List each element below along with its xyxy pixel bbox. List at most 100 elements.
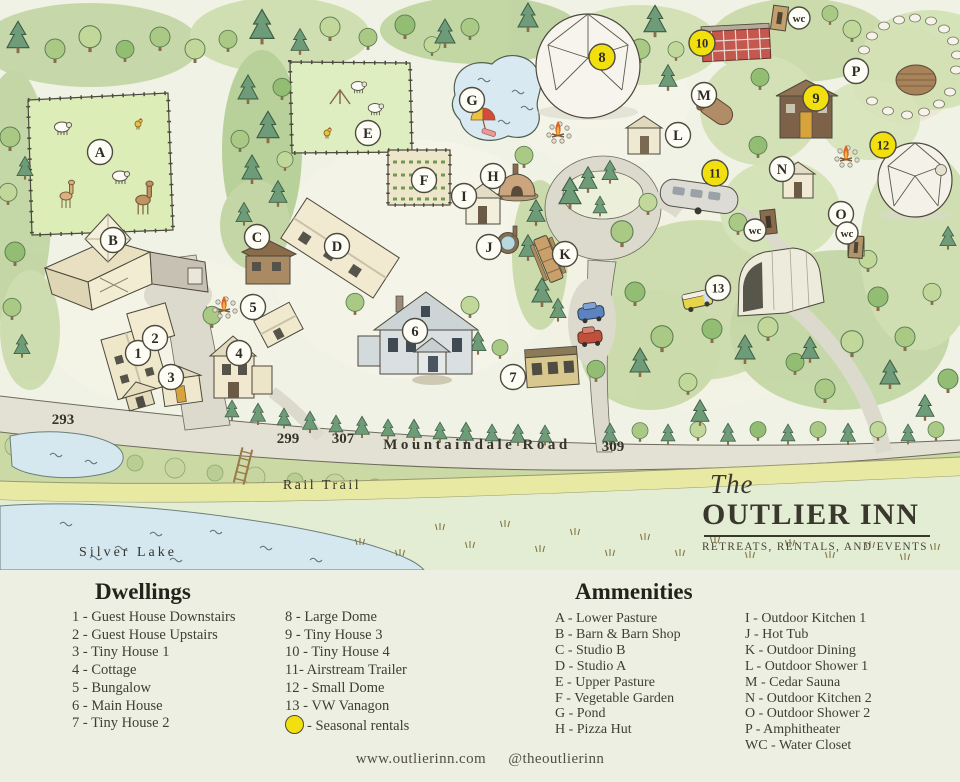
map-marker-5: 5 [239, 293, 267, 321]
svg-text:5: 5 [249, 300, 256, 316]
pond [451, 55, 542, 141]
legend-item: C - Studio B [555, 642, 626, 658]
map-marker-B: B [99, 226, 127, 254]
map-marker-wc-16: wc [787, 6, 811, 30]
map-marker-2: 2 [141, 324, 169, 352]
car-red [577, 326, 603, 347]
map-marker-L: L [664, 121, 692, 149]
svg-text:6: 6 [411, 324, 418, 340]
upper-pasture [287, 59, 415, 156]
svg-text:10: 10 [696, 37, 709, 51]
footer: www.outlierinn.com @theoutlierinn [0, 751, 960, 768]
map-label: Silver Lake [79, 545, 177, 560]
svg-text:2: 2 [151, 331, 158, 347]
legend-item: N - Outdoor Kitchen 2 [745, 690, 872, 706]
legend-item: 12 - Small Dome [285, 679, 385, 696]
silver-lake [0, 503, 425, 570]
svg-text:8: 8 [598, 50, 605, 66]
legend-item: 8 - Large Dome [285, 609, 377, 625]
legend-item: 11- Airstream Trailer [285, 662, 407, 679]
website-text: www.outlierinn.com [355, 751, 487, 767]
svg-text:11: 11 [709, 167, 721, 181]
logo-name: OUTLIER INN [702, 498, 920, 531]
logo-rule [704, 535, 930, 537]
beach-umbrella [470, 107, 497, 137]
svg-text:C: C [252, 230, 262, 246]
legend-item: 9 - Tiny House 3 [285, 626, 383, 643]
svg-text:K: K [559, 247, 571, 263]
map-marker-11: 11 [701, 159, 729, 187]
main-house [357, 291, 480, 385]
map-label: 299 [277, 431, 300, 447]
map-marker-12: 12 [869, 131, 897, 159]
legend-item: WC - Water Closet [745, 738, 852, 754]
svg-text:A: A [95, 145, 106, 161]
svg-text:P: P [852, 64, 861, 80]
outhouse-wc-north [769, 4, 790, 32]
map-marker-I: I [450, 182, 478, 210]
social-handle: @theoutlierinn [508, 751, 605, 767]
svg-text:9: 9 [812, 91, 819, 107]
map-marker-E: E [354, 119, 382, 147]
legend-item: H - Pizza Hut [555, 722, 632, 738]
map-marker-8: 8 [588, 43, 616, 71]
svg-text:L: L [673, 128, 683, 144]
legend-item: G - Pond [555, 706, 606, 722]
quonset-hut [737, 247, 825, 317]
legend-item: 4 - Cottage [72, 662, 137, 679]
legend-item: 3 - Tiny House 1 [72, 644, 170, 661]
vegetable-garden [386, 148, 452, 207]
svg-text:H: H [487, 169, 499, 185]
mountaindale-road [0, 395, 960, 471]
map-label: Rail Trail [283, 478, 361, 493]
svg-text:G: G [466, 93, 477, 109]
svg-text:E: E [363, 126, 373, 142]
map-marker-K: K [551, 240, 579, 268]
svg-text:J: J [485, 240, 492, 256]
map-marker-13: 13 [704, 274, 732, 302]
logo: The OUTLIER INN RETREATS, RENTALS, AND E… [702, 471, 942, 553]
rail-crossing [232, 447, 254, 485]
legend-item: M - Cedar Sauna [745, 674, 841, 690]
bungalow [253, 301, 304, 349]
legend-item: O - Outdoor Shower 2 [745, 706, 871, 722]
map-marker-J: J [475, 233, 503, 261]
outdoor-kitchen-1 [462, 183, 504, 225]
legend-item: I - Outdoor Kitchen 1 [745, 611, 867, 626]
hot-tub [497, 225, 519, 254]
legend-item: 2 - Guest House Upstairs [72, 626, 218, 643]
map-marker-wc-17: wc [743, 218, 767, 242]
map-label: 307 [332, 431, 355, 447]
map-marker-G: G [458, 86, 486, 114]
map-marker-1: 1 [124, 339, 152, 367]
svg-text:wc: wc [841, 228, 854, 240]
pizza-hut-oven [495, 163, 539, 202]
svg-text:4: 4 [235, 346, 242, 362]
map-marker-3: 3 [157, 363, 185, 391]
svg-text:N: N [777, 162, 788, 178]
lake-inlet [9, 431, 124, 479]
svg-text:O: O [835, 207, 846, 223]
svg-text:12: 12 [877, 139, 890, 153]
legend-item: K - Outdoor Dining [745, 642, 856, 658]
svg-text:I: I [461, 189, 467, 205]
svg-text:D: D [332, 239, 342, 255]
amphitheater [856, 13, 960, 120]
map-illustration: ABCDEFGHIJKLMNOPwcwcwc12345678910111213 … [0, 0, 960, 570]
map-marker-7: 7 [499, 363, 527, 391]
svg-text:1: 1 [134, 346, 141, 362]
car-blue [577, 302, 605, 324]
map-label: Mountaindale Road [383, 437, 570, 453]
airstream-trailer [659, 178, 739, 215]
outdoor-shower-1 [624, 115, 664, 155]
map-marker-C: C [243, 223, 271, 251]
map-marker-F: F [410, 166, 438, 194]
amenities-title: Ammenities [575, 579, 693, 604]
svg-text:B: B [108, 233, 118, 249]
large-dome [535, 13, 641, 120]
legend-item: P - Amphitheater [745, 722, 841, 738]
